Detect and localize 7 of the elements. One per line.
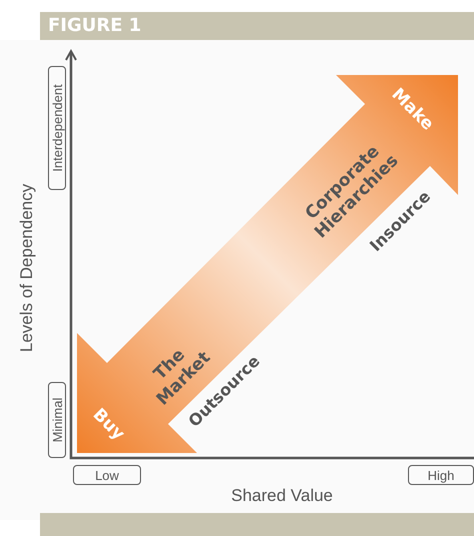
axis-title: Shared Value [231,486,333,506]
axis-tick-label: Interdependent [48,66,66,190]
axis-tick-label: Low [73,465,141,485]
axis-tick-label: High [408,465,474,485]
axis-tick-label: Minimal [48,382,66,458]
axis-title: Levels of Dependency [17,184,37,352]
figure-title: FIGURE 1 [40,12,474,40]
